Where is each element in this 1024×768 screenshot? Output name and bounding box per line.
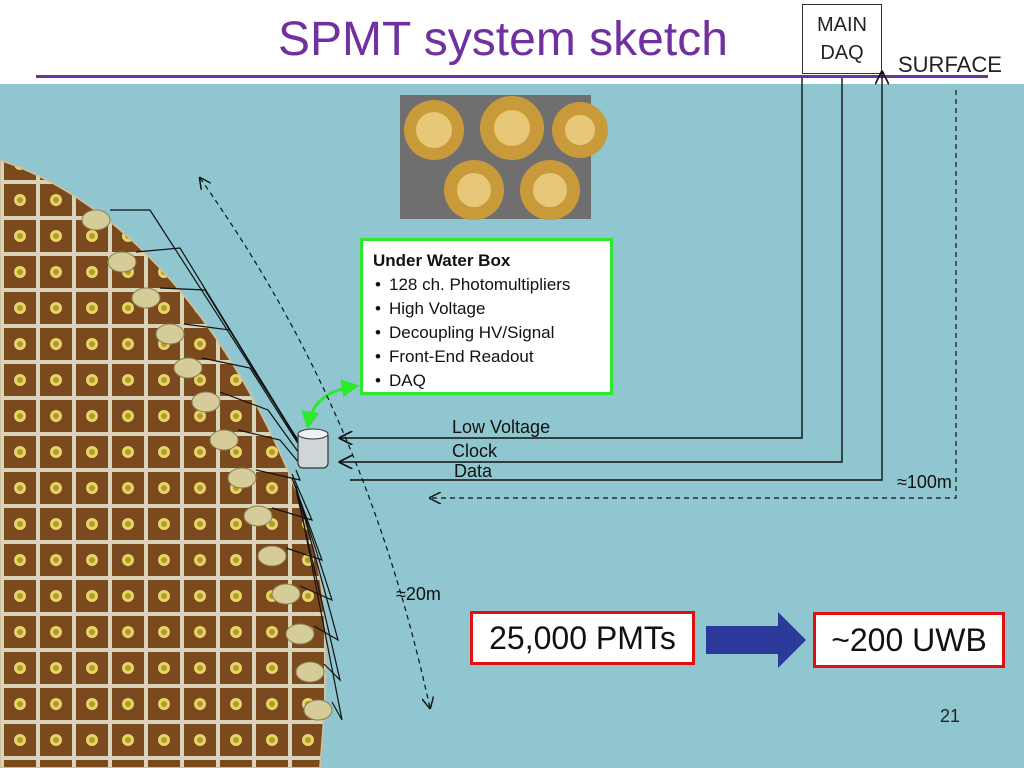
main-daq-label-line1: MAIN — [817, 14, 867, 36]
main-daq-label-line2: DAQ — [820, 42, 864, 64]
under-water-box-list: 128 ch. Photomultipliers High Voltage De… — [373, 273, 600, 393]
list-item: High Voltage — [375, 297, 600, 321]
list-item: Front-End Readout — [375, 345, 600, 369]
under-water-box-heading: Under Water Box — [373, 251, 511, 270]
data-label: Data — [454, 461, 493, 481]
list-item: DAQ — [375, 369, 600, 393]
low-voltage-label: Low Voltage — [452, 417, 551, 437]
list-item: 128 ch. Photomultipliers — [375, 273, 600, 297]
list-item: Decoupling HV/Signal — [375, 321, 600, 345]
clock-label: Clock — [452, 441, 498, 461]
surface-distance-label: ≈100m — [897, 472, 952, 492]
surface-distance-arrow — [430, 90, 957, 498]
surface-label: SURFACE — [898, 52, 1002, 77]
arc-distance-arrow — [200, 178, 430, 708]
main-daq-box: MAIN DAQ — [802, 4, 882, 74]
detector-sphere — [0, 158, 327, 768]
title-underline — [36, 75, 988, 78]
under-water-box-info: Under Water Box 128 ch. Photomultipliers… — [360, 238, 613, 395]
surface-cables — [340, 72, 882, 481]
uwb-count-box: ~200 UWB — [813, 612, 1005, 668]
pmt-photo — [400, 95, 608, 220]
page-number: 21 — [940, 706, 961, 726]
pmt-count-box: 25,000 PMTs — [470, 611, 695, 665]
summary-arrow — [706, 612, 806, 668]
page-title: SPMT system sketch — [278, 13, 728, 66]
arc-distance-label: ≈20m — [396, 584, 441, 604]
underwater-box-device — [297, 428, 329, 469]
